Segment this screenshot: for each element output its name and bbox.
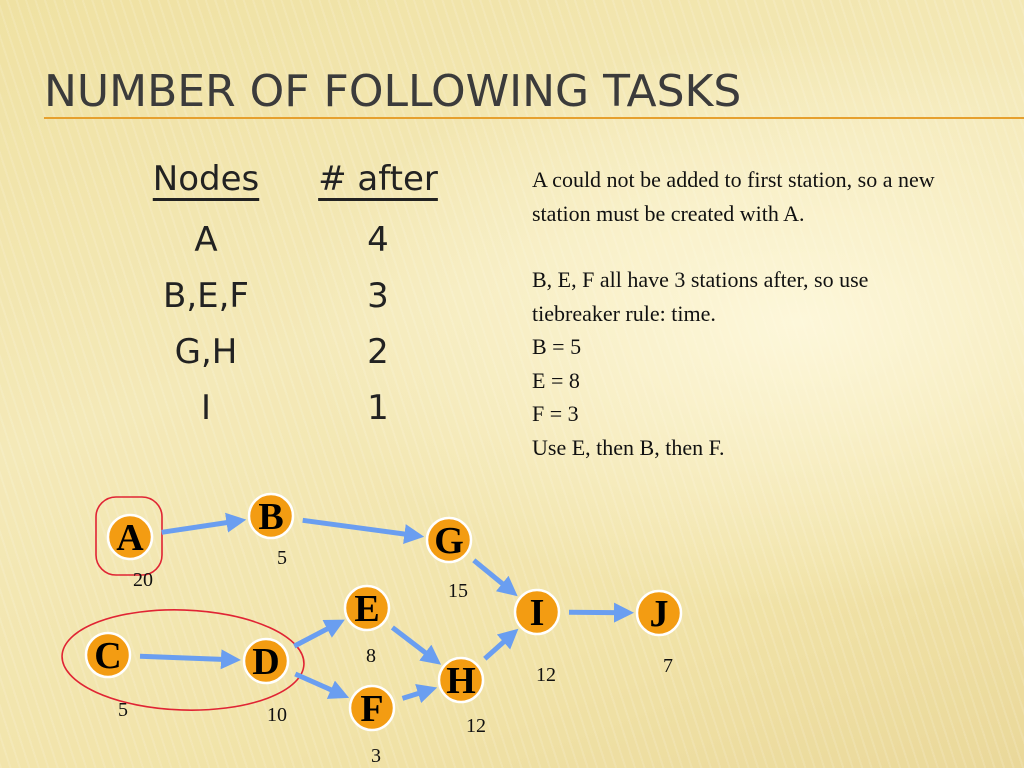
edge-g-i [472,558,518,597]
task-time-d: 10 [267,704,287,726]
task-time-a: 20 [133,569,153,591]
node-a [106,513,154,561]
task-time-f: 3 [371,745,381,767]
highlight-ring-cd [61,609,305,711]
explanation-para-1: A could not be added to first station, s… [532,167,935,226]
node-label-j: J [650,593,669,635]
edge-h-i [483,628,519,661]
nodes-header: Nodes [152,159,260,199]
edge-a-b [161,512,247,535]
after-cell: 4 [367,220,389,260]
edge-f-h [401,683,438,704]
node-label-c: C [94,635,121,677]
task-time-i: 12 [536,664,556,686]
node-label-g: G [434,520,464,562]
task-time-e: 8 [366,645,376,667]
task-time-j: 7 [663,655,673,677]
task-time-g: 15 [448,580,468,602]
nodes-cell: G,H [174,332,238,372]
explanation-line: E = 8 [532,367,580,393]
node-h [437,656,485,704]
explanation-line: B = 5 [532,334,582,359]
node-label-f: F [360,688,383,730]
title-underline [44,117,1024,119]
node-b [247,492,295,540]
node-g [425,516,473,564]
explanation-line: F = 3 [532,401,579,426]
nodes-cell: B,E,F [163,276,249,316]
explanation-line: Use E, then B, then F. [532,434,725,460]
after-header: # after [318,159,438,199]
slide-title: NUMBER OF FOLLOWING TASKS [44,66,742,117]
edge-d-f [294,671,350,699]
task-time-c: 5 [118,699,128,721]
node-f [348,684,396,732]
nodes-cell: A [194,220,218,260]
after-cell: 1 [367,388,389,428]
after-cell: 3 [367,276,389,316]
edge-b-g [302,517,425,544]
task-time-h: 12 [466,715,486,737]
after-column: # after 4 3 2 1 [300,156,456,436]
node-label-b: B [258,496,283,538]
node-label-h: H [446,660,476,702]
edge-d-e [293,619,345,649]
node-label-e: E [354,588,379,630]
node-label-i: I [530,592,545,634]
explanation-line: B, E, F all have 3 stations after, so us… [532,267,869,326]
node-d [242,637,290,685]
node-c [84,631,132,679]
node-e [343,584,391,632]
task-time-b: 5 [277,547,287,569]
explanation-text: A could not be added to first station, s… [532,163,952,464]
node-j [635,589,683,637]
nodes-cell: I [200,388,212,428]
nodes-column: Nodes A B,E,F G,H I [130,156,282,436]
node-label-a: A [116,517,144,559]
highlight-ring-a [95,496,163,576]
edge-e-h [390,625,442,665]
after-cell: 2 [367,332,389,372]
node-label-d: D [252,641,279,683]
node-i [513,588,561,636]
edge-c-d [139,649,241,670]
